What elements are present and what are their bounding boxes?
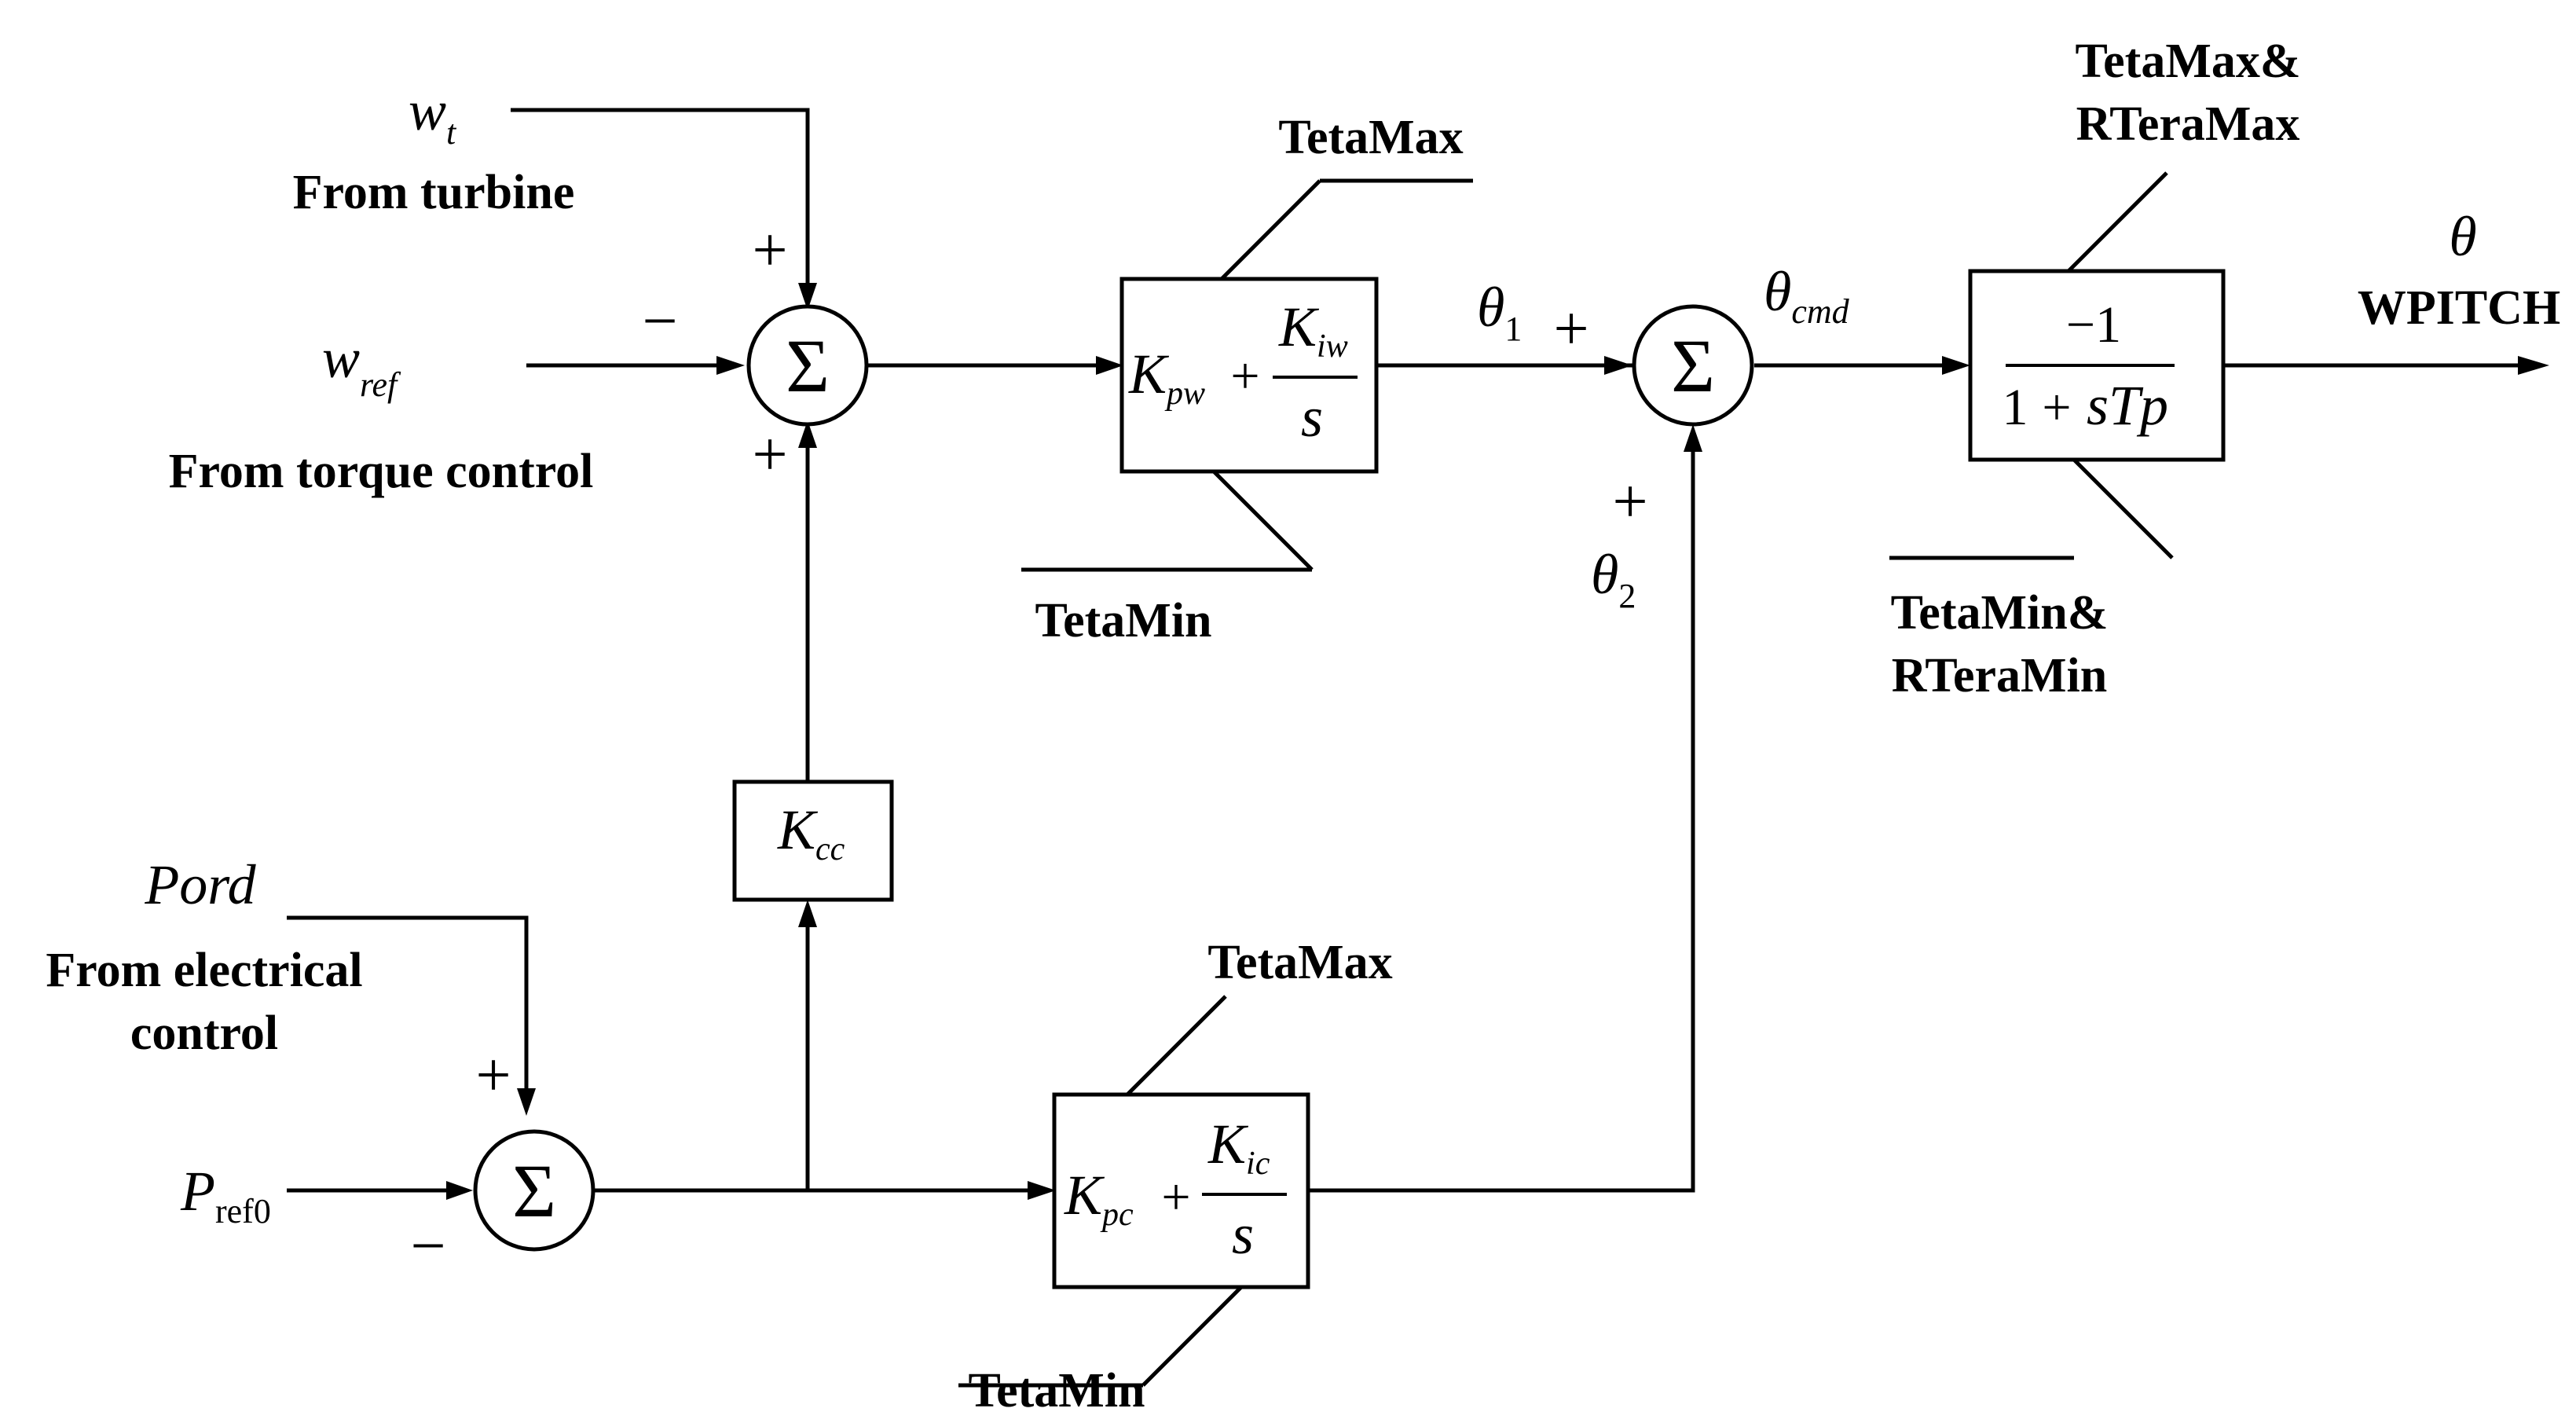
sign-sum1-bottom: + (752, 420, 787, 490)
svg-text:θ2: θ2 (1591, 543, 1636, 615)
pi-power-min-label: TetaMin (968, 1364, 1145, 1417)
input-pord-desc-line2: control (130, 1007, 278, 1060)
svg-text:1: 1 (2003, 379, 2028, 436)
arrow-kcc-in (798, 900, 817, 927)
svg-text:θcmd: θcmd (1764, 260, 1850, 331)
output-wpitch-label: WPITCH (2358, 281, 2560, 335)
sign-sum1-left: − (642, 287, 677, 356)
summing-junction-power: Σ (473, 1129, 595, 1252)
arrow-sum2-left (1604, 356, 1632, 375)
svg-text:Kpc: Kpc (1064, 1164, 1134, 1233)
block-first-order-lag: −1 1 + sTp (1889, 171, 2226, 560)
svg-text:θ1: θ1 (1477, 276, 1522, 348)
block-pi-speed: Kpw + Kiw s (1021, 178, 1473, 572)
svg-text:s: s (1232, 1203, 1254, 1266)
svg-text:Σ: Σ (786, 324, 830, 408)
arrow-sum1-bottom (798, 420, 817, 448)
block-kcc-gain: Kcc (732, 779, 894, 902)
svg-text:wt: wt (409, 79, 457, 152)
signal-theta2-label: θ2 (1591, 543, 1636, 615)
svg-text:Kic: Kic (1207, 1113, 1270, 1182)
wire-pord-to-sum3 (287, 915, 529, 1088)
svg-text:Kiw: Kiw (1278, 295, 1348, 365)
sign-sum3-top: + (475, 1041, 511, 1110)
input-wt-desc: From turbine (293, 166, 575, 219)
arrow-lag-in (1942, 356, 1970, 375)
arrow-sum1-top (798, 283, 817, 310)
sign-sum2-bottom: + (1612, 468, 1647, 537)
summing-junction-speed: Σ (746, 304, 869, 427)
arrow-sum3-top (517, 1088, 536, 1116)
input-pord-label: Pord (144, 853, 256, 916)
input-wref-desc: From torque control (169, 445, 594, 498)
pi-speed-min-label: TetaMin (1035, 594, 1211, 647)
output-theta-symbol: θ (2449, 205, 2476, 268)
arrow-output (2518, 356, 2549, 375)
wire-pic-to-sum2 (1308, 452, 1695, 1193)
sign-sum1-top: + (752, 216, 787, 285)
svg-text:Kcc: Kcc (777, 798, 845, 867)
svg-text:s: s (1301, 386, 1323, 449)
svg-text:Kpw: Kpw (1128, 343, 1205, 412)
sign-sum2-left: + (1553, 295, 1588, 364)
input-wref-label: wref (322, 327, 401, 404)
arrow-sum3-left (446, 1181, 473, 1200)
svg-text:Pref0: Pref0 (180, 1160, 271, 1230)
arrow-sum2-bottom (1684, 424, 1702, 452)
pi-power-max-label: TetaMax (1207, 936, 1392, 989)
svg-text:Σ: Σ (512, 1149, 556, 1233)
svg-text:wref: wref (322, 327, 401, 404)
svg-text:+: + (1230, 347, 1259, 405)
signal-theta1-label: θ1 (1477, 276, 1522, 348)
input-pref0-label: Pref0 (180, 1160, 271, 1230)
pi-speed-max-label: TetaMax (1278, 111, 1463, 164)
svg-text:Σ: Σ (1671, 324, 1715, 408)
svg-text:−1: −1 (2066, 296, 2121, 354)
block-pi-power: Kpc + Kic s (958, 995, 1310, 1388)
summing-junction-pitch: Σ (1632, 304, 1754, 427)
lag-max-label-line1: TetaMax& (2076, 35, 2301, 88)
input-pord-desc-line1: From electrical (46, 944, 362, 997)
wire-wt-to-sum1 (511, 108, 810, 283)
lag-min-label-line2: RTeraMin (1892, 649, 2108, 702)
input-wt-label: wt (409, 79, 457, 152)
svg-text:+: + (2042, 379, 2071, 436)
sign-sum3-bottom: − (410, 1212, 445, 1281)
signal-thetacmd-label: θcmd (1764, 260, 1850, 331)
arrow-pic-in (1028, 1181, 1056, 1200)
svg-text:sTp: sTp (2087, 374, 2168, 437)
svg-text:+: + (1161, 1168, 1190, 1226)
arrow-piw-in (1096, 356, 1123, 375)
arrow-sum1-left (716, 356, 745, 375)
lag-max-label-line2: RTeraMax (2076, 97, 2300, 151)
lag-min-label-line1: TetaMin& (1891, 586, 2109, 640)
